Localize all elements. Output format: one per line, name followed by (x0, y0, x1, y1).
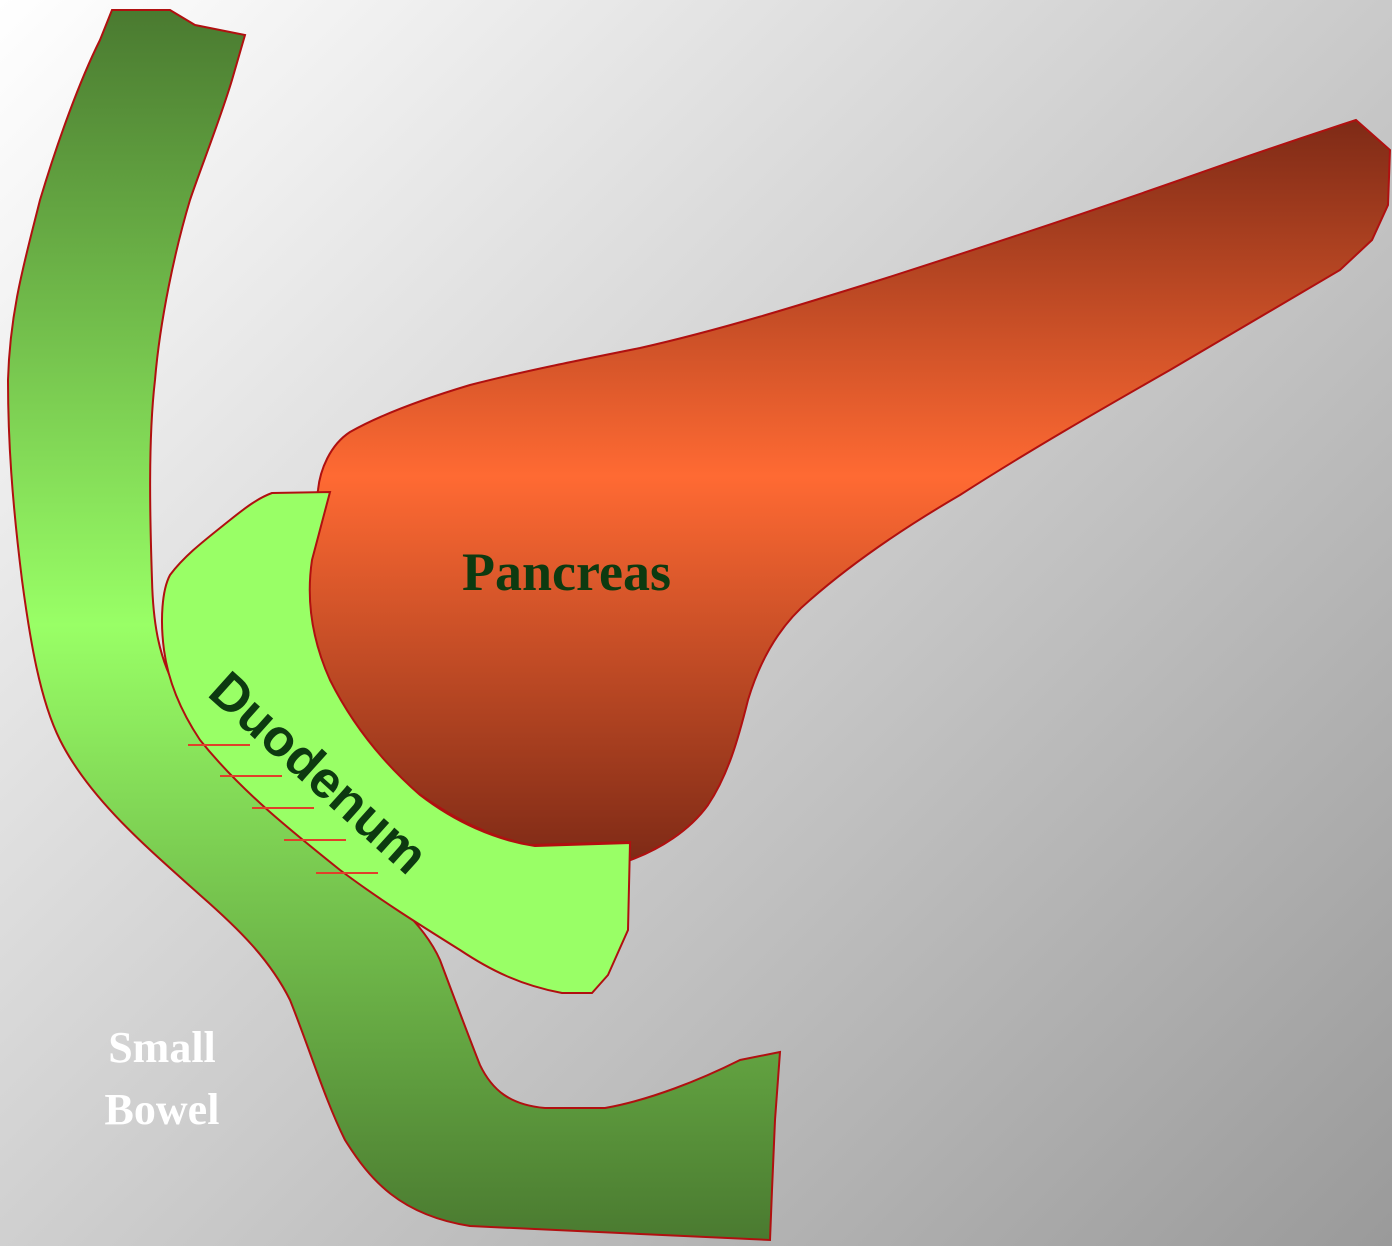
small-bowel-label-line2: Bowel (105, 1085, 220, 1134)
pancreas-shape (309, 120, 1390, 862)
pancreas-label: Pancreas (462, 542, 671, 602)
small-bowel-label-line1: Small (108, 1023, 216, 1072)
